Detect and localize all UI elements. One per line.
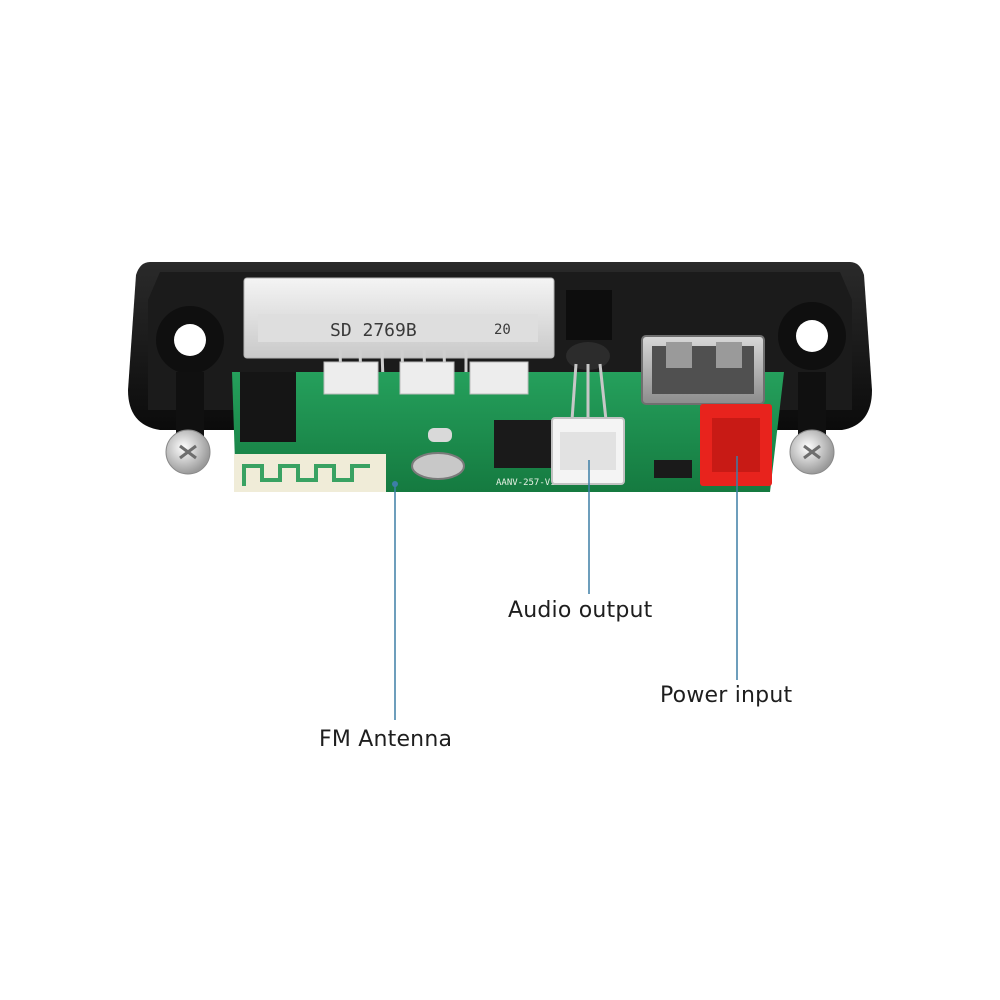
usb-port bbox=[641, 335, 765, 405]
chip-marking: SD 2769B bbox=[330, 320, 417, 341]
left-mount-hole bbox=[174, 324, 206, 356]
left-standoff bbox=[176, 372, 204, 440]
right-screw bbox=[789, 429, 835, 475]
fm-antenna-callout-dot bbox=[392, 481, 398, 487]
aux-audio-jack bbox=[240, 372, 296, 442]
connector-left bbox=[323, 361, 379, 395]
power-input-label: Power input bbox=[660, 683, 793, 708]
audio-output-connector bbox=[551, 417, 625, 485]
bluetooth-antenna-area bbox=[234, 454, 386, 492]
connector-right bbox=[469, 361, 529, 395]
fm-antenna-label: FM Antenna bbox=[319, 727, 453, 752]
ir-receiver bbox=[566, 290, 612, 340]
led-display-module: SD 2769B 20 bbox=[243, 277, 555, 413]
ir-receiver-pins bbox=[570, 363, 608, 421]
right-standoff bbox=[798, 372, 826, 440]
power-input-connector bbox=[700, 404, 772, 486]
right-mount-hole bbox=[796, 320, 828, 352]
connector-mid bbox=[399, 361, 455, 395]
audio-output-label: Audio output bbox=[508, 598, 653, 623]
main-ic-chip bbox=[494, 420, 552, 468]
regulator-chip bbox=[654, 460, 692, 478]
bluetooth-antenna-trace bbox=[242, 464, 370, 486]
chip-suffix: 20 bbox=[494, 322, 511, 338]
ir-receiver-lens bbox=[566, 342, 610, 370]
inductor bbox=[428, 428, 452, 442]
left-screw bbox=[165, 429, 211, 475]
pcb-version: AANV-257-V1.0 bbox=[496, 478, 566, 488]
crystal-oscillator bbox=[411, 452, 465, 480]
